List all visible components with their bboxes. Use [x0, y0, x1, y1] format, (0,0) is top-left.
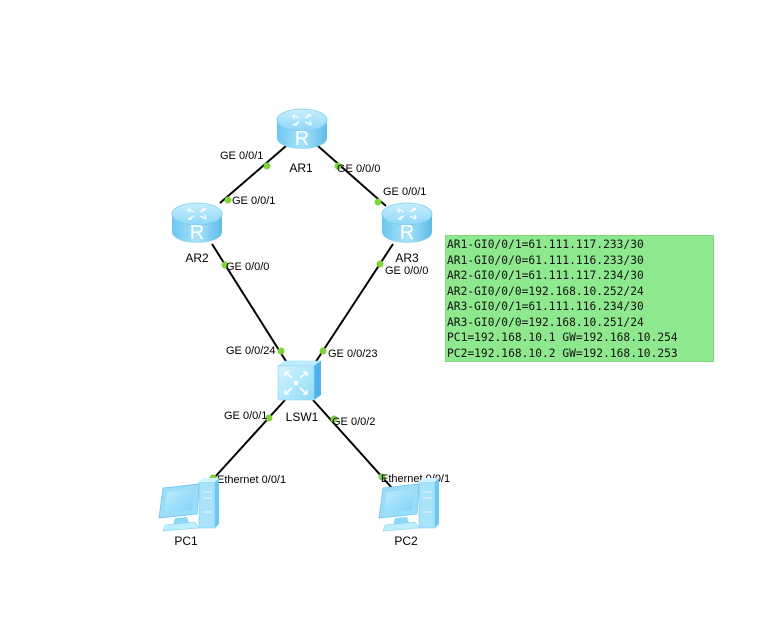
- port-label: GE 0/0/23: [328, 348, 378, 360]
- link-lsw1-pc1[interactable]: [204, 399, 286, 489]
- port-dots: [209, 162, 386, 482]
- switch-lsw1[interactable]: LSW1: [277, 360, 322, 424]
- router-icon: [381, 202, 433, 245]
- port-label: GE 0/0/0: [337, 163, 380, 175]
- device-label: LSW1: [286, 410, 319, 424]
- port-label: GE 0/0/2: [332, 416, 375, 428]
- port-label: GE 0/0/1: [220, 150, 263, 162]
- port-labels: GE 0/0/1 GE 0/0/1 GE 0/0/0 GE 0/0/1 GE 0…: [217, 150, 450, 486]
- port-dot-lsw1-ge0023: [319, 347, 327, 355]
- port-label: GE 0/0/1: [232, 195, 275, 207]
- note-line: AR1-GI0/0/1=61.111.117.233/30: [447, 238, 644, 251]
- device-label: AR1: [289, 161, 313, 175]
- port-label: Ethernet 0/0/1: [381, 473, 450, 485]
- port-label: GE 0/0/1: [383, 186, 426, 198]
- port-dot-pc2-eth001: [378, 473, 386, 481]
- device-label: AR2: [185, 251, 209, 265]
- router-icon: [276, 108, 328, 151]
- pc-pc1[interactable]: PC1: [158, 477, 220, 548]
- ip-address-note[interactable]: AR1-GI0/0/1=61.111.117.233/30 AR1-GI0/0/…: [445, 235, 714, 362]
- port-label: GE 0/0/1: [224, 410, 267, 422]
- pc-pc2[interactable]: PC2: [378, 477, 440, 548]
- port-dot-lsw1-ge0024: [277, 347, 285, 355]
- port-dot-ar2-ge000: [221, 261, 229, 269]
- router-ar3[interactable]: AR3: [381, 202, 433, 265]
- note-line: AR3-GI0/0/0=192.168.10.251/24: [447, 315, 644, 329]
- port-dot-ar3-ge000: [376, 260, 384, 268]
- note-line: PC2=192.168.10.2 GW=192.168.10.253: [447, 346, 678, 360]
- device-label: PC2: [394, 534, 418, 548]
- switch-icon: [277, 360, 322, 401]
- note-line: AR3-GI0/0/1=61.111.116.234/30: [447, 300, 644, 313]
- pc-icon: [158, 477, 220, 532]
- link-lsw1-pc2[interactable]: [312, 399, 393, 489]
- device-label: AR3: [395, 251, 419, 265]
- port-dot-ar3-ge001: [374, 198, 382, 206]
- port-dot-lsw1-ge002: [330, 415, 338, 423]
- port-dot-ar2-ge001: [224, 196, 232, 204]
- port-dot-ar1-ge000: [334, 162, 342, 170]
- pc-icon: [378, 477, 440, 532]
- note-line: PC1=192.168.10.1 GW=192.168.10.254: [447, 331, 678, 344]
- port-label: GE 0/0/24: [226, 345, 276, 357]
- device-label: PC1: [174, 534, 198, 548]
- link-ar1-ar2[interactable]: [219, 145, 287, 204]
- port-label: GE 0/0/0: [385, 265, 428, 277]
- port-dot-ar1-ge001: [263, 162, 271, 170]
- link-ar1-ar3[interactable]: [317, 145, 387, 207]
- note-line: AR2-GI0/0/0=192.168.10.252/24: [447, 284, 644, 298]
- router-ar2[interactable]: AR2: [171, 202, 223, 265]
- note-line: AR2-GI0/0/1=61.111.117.234/30: [447, 269, 644, 282]
- router-ar1[interactable]: AR1: [276, 108, 328, 175]
- router-icon: [171, 202, 223, 245]
- port-dot-lsw1-ge001: [265, 414, 273, 422]
- port-label: Ethernet 0/0/1: [217, 474, 286, 486]
- port-label: GE 0/0/0: [226, 261, 269, 273]
- note-line: AR1-GI0/0/0=61.111.116.233/30: [447, 253, 644, 267]
